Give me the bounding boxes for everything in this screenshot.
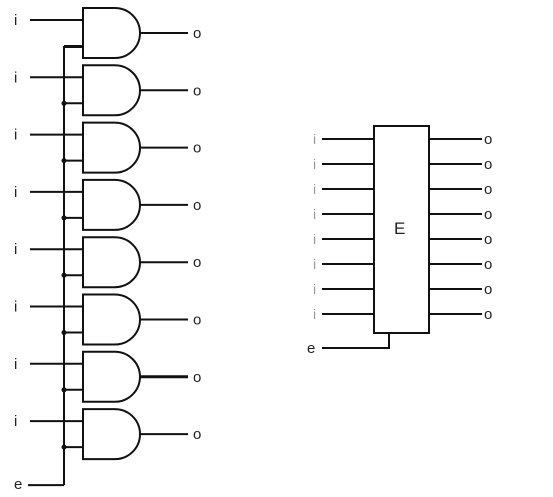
junction-dot [61,387,67,393]
and-gate-1: io [14,7,201,59]
block-output-label: o [484,256,492,273]
junction-dot [61,158,67,164]
output-label: o [193,197,201,214]
output-label: o [193,254,201,271]
input-label: i [14,184,17,201]
output-label: o [193,140,201,157]
input-label: i [14,12,17,29]
block-input-label: i [313,231,316,247]
junction-dot [61,272,67,278]
input-label: i [14,413,17,430]
input-label: i [14,299,17,316]
and-gate-body [82,7,141,59]
enable-label: e [14,476,22,493]
and-gate-body [82,293,141,346]
block-output-label: o [484,231,492,248]
and-gate-body [82,408,141,461]
and-gate-4: io [14,178,201,231]
block-label: E [394,219,405,238]
block-input-label: i [313,206,316,222]
block-box [373,125,430,334]
block-enable-wire [322,333,390,349]
and-gate-body [82,178,141,231]
input-label: i [14,356,17,373]
block-output-label: o [484,181,492,198]
and-gate-3: io [14,121,201,174]
and-gate-body [82,121,141,174]
block-output-label: o [484,206,492,223]
block-input-label: i [313,306,316,322]
block-input-label: i [313,281,316,297]
block-input-label: i [313,181,316,197]
output-label: o [193,312,201,329]
output-label: o [193,369,201,386]
and-gate-body [82,236,141,289]
block-output-label: o [484,281,492,298]
junction-dot [61,444,67,450]
junction-dot [61,100,67,106]
output-label: o [193,25,201,42]
block-output-label: o [484,306,492,323]
block-input-label: i [313,131,316,147]
input-label: i [14,241,17,258]
enable-bus: e [14,46,83,493]
and-gate-2: io [14,64,201,117]
output-label: o [193,82,201,99]
and-gate-body [82,350,141,403]
and-gate-6: io [14,293,201,346]
block-input-label: i [313,256,316,272]
block-input-label: i [313,156,316,172]
and-gate-5: io [14,236,201,289]
block-enable-label: e [307,340,315,357]
junction-dot [61,330,67,335]
and-gate-8: io [14,408,201,461]
output-label: o [193,426,201,443]
input-label: i [14,127,17,144]
junction-dot [61,215,67,221]
block-output-label: o [484,131,492,148]
and-gate-body [82,64,141,117]
block-output-label: o [484,156,492,173]
input-label: i [14,69,17,86]
and-gate-7: io [14,350,201,403]
